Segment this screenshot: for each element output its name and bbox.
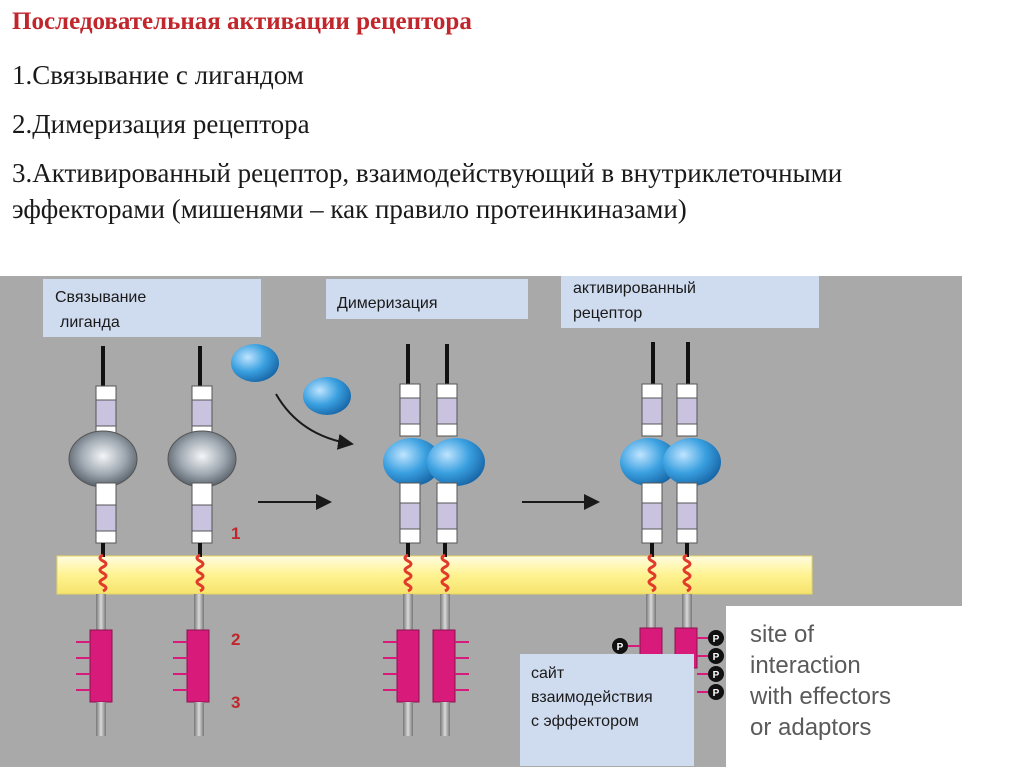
- label-box-ligand-binding: [43, 279, 261, 337]
- free-ligand: [231, 344, 279, 382]
- bound-ligand: [427, 438, 485, 486]
- label-activated-line2: рецептор: [573, 305, 642, 322]
- transmembrane-helix: [682, 553, 692, 593]
- point-2: 2.Димеризация рецептора: [12, 109, 310, 139]
- receptor-monomer-1: [68, 346, 138, 736]
- phosphate-label: P: [713, 652, 720, 663]
- phosphate-label: P: [713, 688, 720, 699]
- bound-ligand: [663, 438, 721, 486]
- receptor-dimer: [383, 344, 485, 736]
- phosphate-icon: [708, 684, 724, 700]
- phosphate-icon: [708, 666, 724, 682]
- slide-title: Последовательная активации рецептора: [12, 8, 472, 35]
- receptor-activation-figure: P P P P P Связывание лиганда Димеризация…: [0, 276, 1024, 767]
- label-site-line2: взаимодействия: [531, 689, 653, 706]
- annotation-line4: or adaptors: [750, 714, 871, 741]
- label-box-activated: [561, 276, 819, 328]
- annotation-line1: site of: [750, 621, 814, 648]
- label-box-interaction-site: [520, 654, 694, 766]
- bound-ligand: [383, 438, 441, 486]
- transmembrane-helix: [647, 553, 657, 593]
- diagram-right-margin: [962, 276, 1024, 767]
- bound-ligand: [620, 438, 678, 486]
- receptor-diagram: P P P P P Связывание лиганда Димеризация…: [0, 276, 1024, 767]
- label-dimerization: Димеризация: [337, 295, 438, 312]
- ligand-binding-domain: [68, 430, 138, 488]
- annotation-background: [726, 606, 962, 767]
- label-ligand-binding-line1: Связывание: [55, 289, 146, 306]
- point-1: 1.Связывание с лигандом: [12, 60, 304, 90]
- label-site-line1: сайт: [531, 665, 565, 682]
- phosphate-label: P: [713, 670, 720, 681]
- receptor-monomer-2: [167, 346, 237, 736]
- step-number-2: 2: [231, 630, 240, 649]
- phosphate-icon: [612, 638, 628, 654]
- phosphate-label: P: [617, 642, 624, 653]
- step-number-3: 3: [231, 693, 240, 712]
- annotation-line2: interaction: [750, 652, 861, 679]
- phosphate-icon: [708, 648, 724, 664]
- point-3: 3.Активированный рецептор, взаимодейству…: [12, 158, 843, 224]
- annotation-line3: with effectors: [749, 683, 891, 710]
- label-ligand-binding-line2: лиганда: [60, 314, 120, 331]
- phosphate-label: P: [713, 634, 720, 645]
- transmembrane-helix: [403, 553, 413, 593]
- phosphate-icon: [708, 630, 724, 646]
- kinase-domain: [396, 629, 420, 703]
- ligand-binding-domain: [167, 430, 237, 488]
- step-number-1: 1: [231, 524, 240, 543]
- label-box-dimerization: [326, 279, 528, 319]
- free-ligand: [303, 377, 351, 415]
- transmembrane-helix: [195, 553, 205, 593]
- kinase-domain: [89, 629, 113, 703]
- label-site-line3: с эффектором: [531, 713, 639, 730]
- kinase-domain: [186, 629, 210, 703]
- label-activated-line1: активированный: [573, 280, 696, 297]
- binding-arrow: [275, 393, 354, 450]
- kinase-domain: [432, 629, 456, 703]
- activated-receptor-dimer: P P P P P: [612, 342, 724, 700]
- transmembrane-helix: [440, 553, 450, 593]
- cell-membrane: [56, 555, 813, 595]
- transmembrane-helix: [98, 553, 108, 593]
